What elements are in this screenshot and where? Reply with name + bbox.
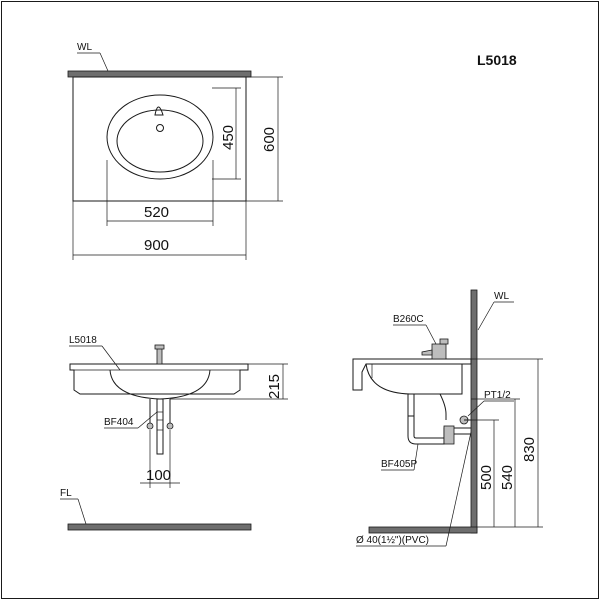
side-view: WL B260C PT1/2 BF405P Ø 40(1½")(PVC) (352, 289, 543, 547)
side-pipe-label: Ø 40(1½")(PVC) (356, 535, 429, 546)
front-model-leader (101, 345, 121, 371)
side-faucet-handle-icon (439, 338, 449, 345)
top-view: WL 450 600 520 900 (67, 42, 283, 260)
bowl-outer (106, 94, 214, 180)
dim-540-text: 540 (499, 465, 516, 490)
side-faucet-spout-icon (421, 349, 433, 356)
side-trap-outer (407, 416, 471, 445)
drain-icon (156, 124, 164, 132)
front-waste-leader (137, 411, 158, 429)
model-title: L5018 (477, 52, 517, 68)
side-pipe-leader (445, 431, 472, 547)
counter-outline (72, 76, 247, 202)
front-counter (69, 363, 249, 395)
front-model-label: L5018 (69, 335, 97, 346)
side-valve-label: PT1/2 (484, 390, 511, 401)
dim-520-text: 520 (144, 204, 169, 221)
floor-leader (77, 498, 87, 525)
side-trap-inner (413, 416, 471, 439)
front-valve-left-icon (146, 422, 154, 430)
side-waste-pipe (407, 393, 415, 417)
front-faucet-cap (154, 344, 165, 350)
side-trap-coupling (443, 425, 455, 445)
side-supply-hose (439, 393, 447, 420)
side-counter (352, 358, 472, 391)
side-bowl (365, 363, 463, 395)
side-faucet-leader (425, 324, 437, 345)
dim-215-text: 215 (266, 374, 283, 399)
bowl-inner (116, 109, 204, 173)
side-wall-label: WL (494, 291, 509, 302)
side-valve-leader (467, 400, 485, 417)
front-bowl (109, 369, 211, 400)
dim-600-text: 600 (261, 127, 278, 152)
front-waste-label: BF404 (104, 417, 134, 428)
top-wall-label: WL (77, 42, 92, 53)
side-wall-strip (470, 289, 478, 534)
front-floor-strip (67, 523, 252, 531)
front-waste-pipe (156, 398, 164, 455)
dim-100-text: 100 (146, 467, 171, 484)
dim-900-text: 900 (144, 237, 169, 254)
dim-830-text: 830 (521, 437, 538, 462)
side-trap-label: BF405P (381, 459, 417, 470)
floor-label: FL (60, 488, 72, 499)
side-faucet-label: B260C (393, 314, 424, 325)
dim-450-text: 450 (220, 125, 237, 150)
side-wall-leader (477, 301, 495, 331)
top-wall-strip (67, 70, 252, 78)
front-faucet-icon (156, 346, 163, 365)
dim-500-text: 500 (478, 465, 495, 490)
top-wall-leader (99, 52, 109, 72)
side-trap-leader (413, 443, 419, 471)
side-floor-strip (368, 526, 478, 534)
front-valve-right-icon (166, 422, 174, 430)
faucet-icon (154, 106, 164, 116)
front-view: L5018 BF404 215 100 (60, 335, 288, 531)
side-faucet-body-icon (431, 343, 447, 360)
